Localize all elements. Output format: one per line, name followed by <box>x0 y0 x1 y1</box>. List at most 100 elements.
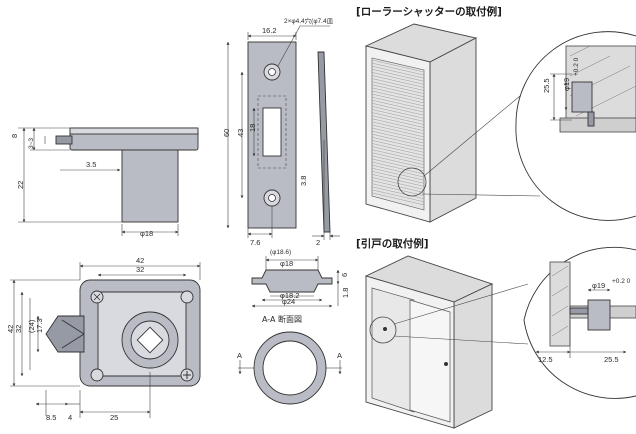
detail-circle-2 <box>369 316 397 344</box>
detail2-latch <box>587 299 611 331</box>
dim-phi18-section: φ18 <box>280 259 293 268</box>
dim-18: 18 <box>248 124 257 132</box>
section-view: (φ18.6) φ18 6 1.8 φ18.2 φ24 A-A 断面図 A A <box>237 249 350 405</box>
cabinet2-side <box>453 283 493 429</box>
shutter-slat <box>371 99 425 113</box>
dim-42-top: 42 <box>136 256 144 265</box>
dim-3-3: 3~3 <box>28 138 35 149</box>
shutter-slat <box>371 152 425 165</box>
sliding-door-example: φ19 +0.2 0 12.5 25.5 <box>364 246 636 429</box>
sliding-panel-right <box>409 299 451 423</box>
dim-16-2: 16.2 <box>262 26 277 35</box>
shutter-slat <box>371 180 425 193</box>
square-spindle-hole <box>136 326 164 354</box>
shutter-slat <box>371 146 425 159</box>
dim-22: 22 <box>16 181 25 189</box>
sliding-panel-left <box>371 287 415 413</box>
screw-top-right <box>180 290 194 304</box>
shutter-slat <box>371 115 425 128</box>
shutter-slat <box>371 133 425 147</box>
shutter-slat <box>371 137 425 150</box>
ex2-dim-25-5: 25.5 <box>604 355 619 364</box>
shutter-slat <box>371 171 425 184</box>
shutter-slat <box>371 149 425 162</box>
shutter-slat <box>371 155 425 169</box>
shutter-slat <box>371 161 425 175</box>
dim-18-6: (φ18.6) <box>270 249 291 256</box>
ex2-dim-12-5: 12.5 <box>538 355 553 364</box>
heading-roller-shutter: [ローラーシャッターの取付例] <box>356 6 502 18</box>
holes-note: 2×φ4.4穴(φ7.4皿 <box>284 16 334 25</box>
detail2-bolt <box>569 307 589 315</box>
section-label-a-left: A <box>237 351 242 360</box>
dim-43: 43 <box>236 129 245 137</box>
dim-1-8: 1.8 <box>341 288 350 298</box>
shutter-slat <box>371 124 425 138</box>
shutter-slat <box>371 140 425 153</box>
strike-slot <box>262 107 282 157</box>
shutter-slat <box>371 183 425 196</box>
detail-bubble-2 <box>523 246 636 399</box>
latch-flange <box>69 127 199 135</box>
dim-42-left: 42 <box>6 325 15 333</box>
shutter-slat <box>371 90 425 104</box>
shutter-slat <box>371 127 425 141</box>
dim-6: 6 <box>340 273 349 277</box>
dim-24: φ24 <box>282 297 295 306</box>
dim-4: 4 <box>68 413 72 422</box>
latch-bolt <box>55 135 73 145</box>
shutter-slat <box>371 121 425 135</box>
bezel-section <box>251 269 333 293</box>
roller-shutter-example: 25.5 φ19 +0.2 0 <box>364 23 636 223</box>
dim-25: 25 <box>110 413 118 422</box>
dim-18-2: φ18.2 <box>280 291 299 300</box>
dim-3-5: 3.5 <box>86 160 96 169</box>
ex1-dim-phi19: φ19 <box>562 78 571 91</box>
detail2-frame <box>549 261 571 347</box>
section-caption: A-A 断面図 <box>262 314 302 324</box>
shutter-slat <box>371 118 425 131</box>
dim-8-5: 8.5 <box>46 413 56 422</box>
detail-circle-1 <box>397 167 427 197</box>
shutter-slat <box>371 103 425 116</box>
shutter-slat <box>371 59 425 73</box>
shutter-slat <box>371 69 425 82</box>
shutter-slat <box>371 62 425 76</box>
detail1-shelf <box>559 117 636 133</box>
shutter-slat <box>371 164 425 178</box>
shutter-slat <box>371 106 425 119</box>
detail1-bolt <box>587 111 595 127</box>
shutter-slat <box>371 112 425 125</box>
screw-bottom-left <box>90 368 104 382</box>
side-view: 8 3~3 3.5 22 φ18 <box>10 127 199 238</box>
shutter-slat <box>371 93 425 107</box>
section-label-a-right: A <box>337 351 342 360</box>
ex1-dim-25-5: 25.5 <box>542 78 551 93</box>
ex1-tolerance: +0.2 0 <box>573 57 580 76</box>
shutter-slat <box>371 167 425 181</box>
shutter-slat <box>371 87 425 101</box>
shutter-slat <box>371 75 425 88</box>
front-view: 42 32 42 32 (24) 17.3 8.5 4 25 <box>6 256 201 422</box>
shutter-slat <box>371 84 425 97</box>
shutter-slat <box>371 130 425 144</box>
shutter-slat <box>371 72 425 85</box>
dim-24-paren: (24) <box>27 319 36 333</box>
shutter-slat <box>371 143 425 156</box>
dim-32-top: 32 <box>136 265 144 274</box>
ex2-tolerance: +0.2 0 <box>612 278 631 285</box>
dim-phi18-side: φ18 <box>140 229 153 238</box>
shutter-slat <box>371 65 425 79</box>
dim-32-left: 32 <box>14 325 23 333</box>
shutter-slat <box>371 189 425 203</box>
dim-17-3: 17.3 <box>35 318 44 333</box>
shutter-slat <box>371 186 425 199</box>
shutter-slat <box>371 158 425 172</box>
dim-3-8: 3.8 <box>299 176 308 186</box>
shutter-slat <box>371 78 425 91</box>
shutter-slat <box>371 109 425 122</box>
heading-sliding-door: [引戸の取付例] <box>356 238 429 250</box>
ex2-dim-phi19: φ19 <box>592 281 605 290</box>
latch-body <box>121 149 179 223</box>
